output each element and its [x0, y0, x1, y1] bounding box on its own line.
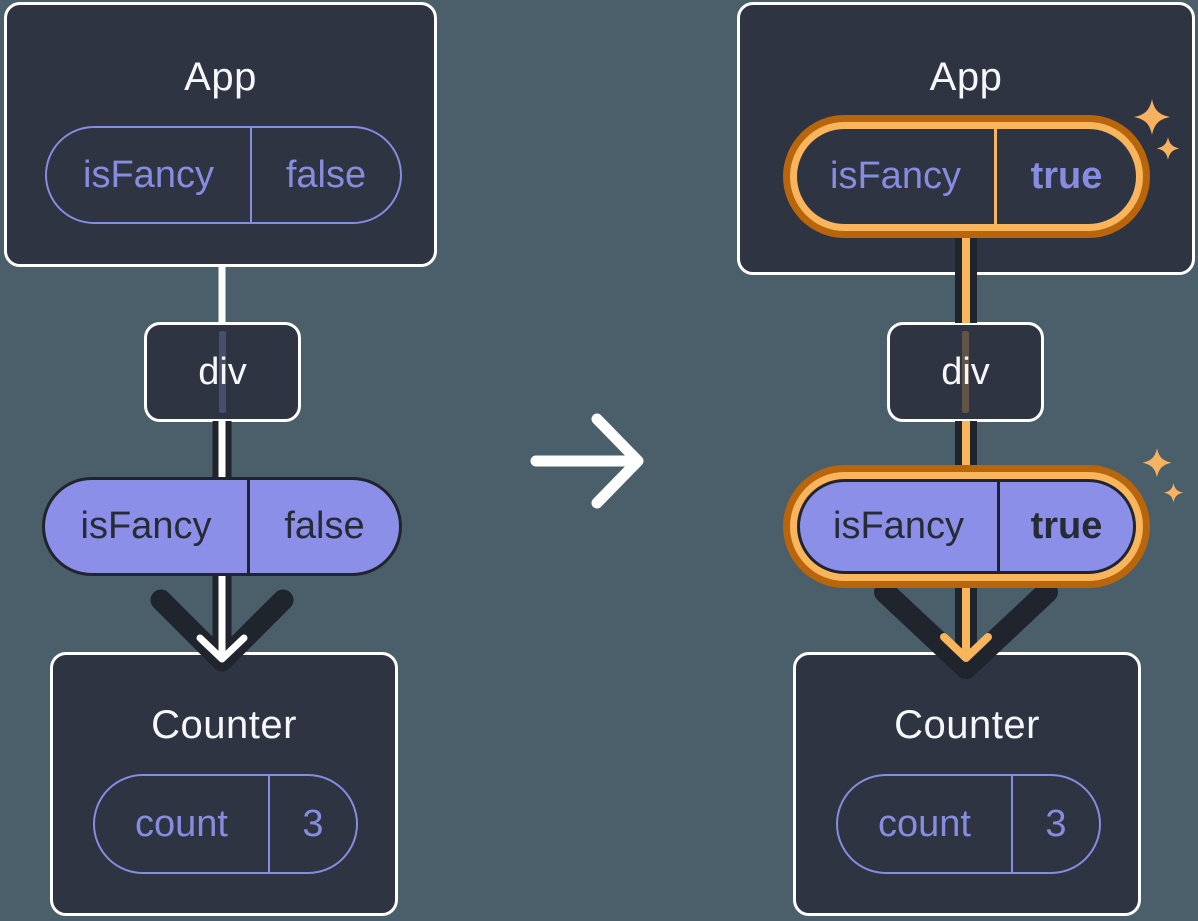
sparkles-icon: [1142, 448, 1184, 503]
app-component-card-before: App isFancy false: [4, 2, 437, 267]
prop-pass-through-line: [219, 331, 226, 413]
highlighted-app-prop-pill-after: isFancy true: [783, 115, 1150, 238]
prop-value: true: [1030, 505, 1103, 547]
app-title: App: [184, 55, 257, 99]
prop-value: false: [284, 505, 365, 547]
counter-state-pill-after: count 3: [836, 774, 1101, 874]
div-label: div: [198, 350, 247, 393]
prop-name: isFancy: [45, 480, 250, 573]
prop-pass-through-line: [962, 331, 969, 413]
prop-name: isFancy: [47, 128, 252, 222]
state-value: 3: [302, 802, 324, 845]
app-title: App: [929, 55, 1003, 99]
flow-arrow-pill-to-counter-before: [150, 574, 294, 672]
state-name: count: [95, 776, 270, 872]
div-node-card-before: div: [144, 322, 301, 422]
passed-prop-pill-before: isFancy false: [42, 477, 402, 576]
counter-component-card-before: Counter count 3: [50, 652, 398, 916]
counter-title: Counter: [894, 703, 1040, 747]
prop-value: true: [1030, 155, 1103, 197]
state-name: count: [838, 776, 1013, 872]
passed-prop-pill-after: isFancy true: [797, 479, 1136, 574]
div-node-card-after: div: [887, 322, 1044, 422]
div-label: div: [941, 350, 990, 393]
highlight-ring: isFancy true: [790, 122, 1143, 231]
prop-name: isFancy: [800, 482, 1000, 571]
state-value: 3: [1045, 802, 1067, 845]
app-prop-pill-after: isFancy true: [797, 129, 1136, 224]
app-prop-pill-before: isFancy false: [45, 126, 402, 224]
counter-component-card-after: Counter count 3: [793, 652, 1141, 916]
transition-right-arrow-icon: [530, 413, 644, 509]
counter-title: Counter: [151, 703, 297, 747]
counter-state-pill-before: count 3: [93, 774, 358, 874]
highlight-ring: isFancy true: [790, 472, 1143, 581]
prop-value: false: [285, 153, 367, 196]
prop-name: isFancy: [797, 129, 997, 224]
highlighted-passed-prop-pill-after: isFancy true: [783, 465, 1150, 588]
